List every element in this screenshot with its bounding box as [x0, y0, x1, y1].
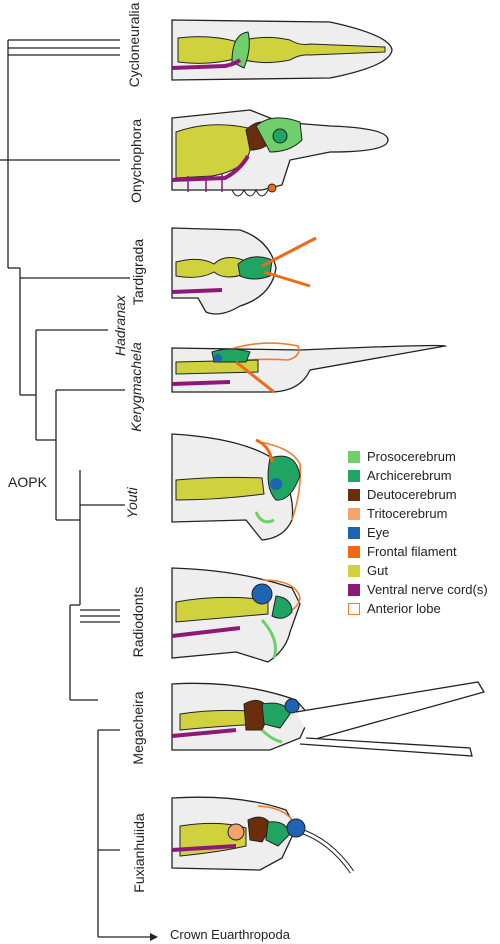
- crown-group-label: Crown Euarthropoda: [170, 927, 290, 942]
- illustration-megacheira: [171, 681, 485, 757]
- legend-swatch: [348, 450, 360, 463]
- legend-item-archicerebrum: Archicerebrum: [348, 466, 488, 485]
- legend-swatch: [348, 583, 360, 596]
- illustration-tardigrada: [171, 227, 317, 315]
- legend-item-deutocerebrum: Deutocerebrum: [348, 485, 488, 504]
- taxon-label-youti: Youti: [124, 487, 140, 519]
- taxon-label-fuxianhuiida: Fuxianhuiida: [131, 813, 147, 893]
- legend-item-frontal-filament: Frontal filament: [348, 542, 488, 561]
- legend-label: Ventral nerve cord(s): [367, 582, 488, 597]
- legend-item-gut: Gut: [348, 561, 488, 580]
- legend-swatch: [348, 526, 360, 539]
- legend-label: Frontal filament: [367, 544, 457, 559]
- taxon-label-megacheira: Megacheira: [130, 691, 146, 765]
- legend-swatch: [348, 488, 360, 501]
- illustration-youti: [171, 433, 302, 541]
- legend-item-ventral-nerve-cord: Ventral nerve cord(s): [348, 580, 488, 599]
- legend-item-prosocerebrum: Prosocerebrum: [348, 447, 488, 466]
- legend-item-anterior-lobe: Anterior lobe: [348, 599, 488, 618]
- legend-item-tritocerebrum: Tritocerebrum: [348, 504, 488, 523]
- illustration-fuxianhuiida: [171, 796, 355, 874]
- taxon-label-onychophora: Onychophora: [128, 118, 144, 204]
- legend-label: Prosocerebrum: [367, 449, 456, 464]
- legend-label: Eye: [367, 525, 390, 540]
- illustration-kerygmachela: [171, 342, 448, 394]
- taxon-label-radiodonts: Radiodonts: [130, 586, 146, 658]
- legend-label: Gut: [367, 563, 388, 578]
- taxon-label-tardigrada: Tardigrada: [130, 238, 146, 306]
- phylogenetic-tree: [0, 39, 130, 937]
- legend-swatch: [348, 564, 360, 577]
- legend-item-eye: Eye: [348, 523, 488, 542]
- legend: Prosocerebrum Archicerebrum Deutocerebru…: [348, 447, 488, 618]
- legend-swatch: [348, 469, 360, 482]
- node-label-aopk: AOPK: [8, 474, 47, 490]
- illustration-onychophora: [171, 109, 389, 197]
- taxon-label-hadranax: Hadranax: [112, 295, 128, 356]
- legend-label: Deutocerebrum: [367, 487, 457, 502]
- illustration-radiodonts: [171, 567, 301, 663]
- crown-arrow: [98, 933, 158, 941]
- taxon-label-cycloneuralia: Cycloneuralia: [126, 2, 142, 88]
- legend-swatch: [348, 507, 360, 520]
- illustration-cycloneuralia: [171, 19, 393, 81]
- legend-label: Tritocerebrum: [367, 506, 448, 521]
- legend-swatch: [348, 545, 360, 558]
- taxon-label-kerygmachela: Kerygmachela: [128, 342, 144, 432]
- legend-label: Archicerebrum: [367, 468, 452, 483]
- legend-label: Anterior lobe: [367, 601, 441, 616]
- legend-swatch: [348, 602, 360, 615]
